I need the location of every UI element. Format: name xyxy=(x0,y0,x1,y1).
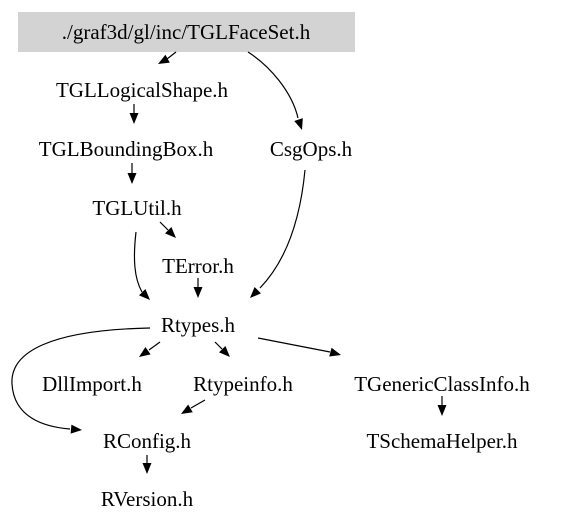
arrowhead-bbox-to-util xyxy=(127,173,137,184)
node-tgenericclassinfo-h[interactable]: TGenericClassInfo.h xyxy=(354,372,530,396)
arrowhead-csg-to-rtypes xyxy=(250,287,261,298)
node-terror-h[interactable]: TError.h xyxy=(162,254,234,278)
arrowhead-root-to-csg xyxy=(294,118,303,130)
node-tgllogicalshape-h[interactable]: TGLLogicalShape.h xyxy=(55,78,229,102)
arrowhead-rtypes-to-generic xyxy=(329,347,341,357)
node-rtypeinfo-h[interactable]: Rtypeinfo.h xyxy=(193,372,293,396)
edge-csg-to-rtypes xyxy=(259,169,306,289)
edge-rtypeinfo-to-rconfig xyxy=(190,399,206,409)
arrowhead-generic-to-schema xyxy=(437,405,447,416)
arrowhead-rtypes-to-dllimport xyxy=(139,347,151,357)
arrowhead-rtypes-to-rconfig xyxy=(70,424,82,434)
node-rconfig-h[interactable]: RConfig.h xyxy=(102,429,192,453)
node-csgops-h[interactable]: CsgOps.h xyxy=(269,137,353,161)
arrowhead-rtypeinfo-to-rconfig xyxy=(181,404,193,414)
edge-rtypes-to-rtypeinfo xyxy=(214,341,223,350)
arrowhead-util-to-rtypes xyxy=(139,289,150,300)
edge-root-to-logical xyxy=(166,51,177,60)
arrowhead-rconfig-to-rversion xyxy=(142,463,152,474)
arrowhead-rtypes-to-rtypeinfo xyxy=(219,346,230,357)
edge-util-to-rtypes xyxy=(133,231,143,293)
node-tglutil-h[interactable]: TGLUtil.h xyxy=(92,196,182,220)
edge-util-to-error xyxy=(159,221,169,231)
edge-rtypes-to-dllimport xyxy=(148,341,161,351)
node-tschemahelper-h[interactable]: TSchemaHelper.h xyxy=(366,429,518,453)
node-rtypes-h[interactable]: Rtypes.h xyxy=(160,313,236,337)
node-tglboundingbox-h[interactable]: TGLBoundingBox.h xyxy=(38,137,214,161)
root-node-highlight xyxy=(18,12,355,52)
node-dllimport-h[interactable]: DllImport.h xyxy=(42,372,142,396)
node-tglfaceset-h[interactable]: ./graf3d/gl/inc/TGLFaceSet.h xyxy=(61,20,311,44)
arrowhead-util-to-error xyxy=(165,227,176,238)
edge-root-to-csg xyxy=(247,51,299,119)
arrowhead-error-to-rtypes xyxy=(193,287,203,298)
edge-rtypes-to-rconfig xyxy=(11,327,151,430)
arrowhead-logical-to-bbox xyxy=(129,113,139,124)
node-rversion-h[interactable]: RVersion.h xyxy=(100,487,194,511)
arrowhead-root-to-logical xyxy=(158,54,170,64)
edge-rtypes-to-generic xyxy=(257,337,331,353)
